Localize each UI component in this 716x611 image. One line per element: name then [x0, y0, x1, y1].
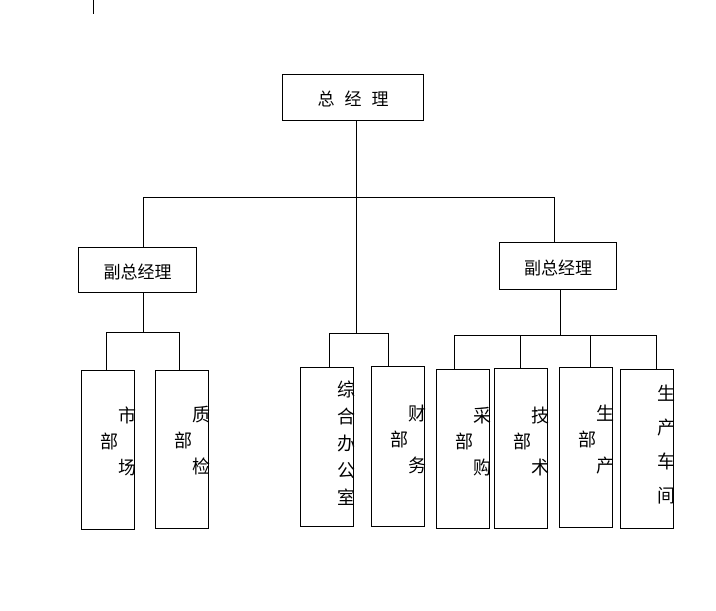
dept-market-box: 市场部 — [81, 370, 136, 530]
ceo-box: 总经理 — [282, 74, 424, 121]
dept-finance-label: 财务部 — [387, 403, 426, 508]
dept-workshop-box: 生产车间 — [620, 369, 675, 529]
vp-left-label: 副总经理 — [103, 262, 172, 283]
dept-production-box: 生产部 — [559, 367, 614, 528]
dept-purchase-label: 采购部 — [452, 406, 491, 510]
text-cursor — [93, 0, 94, 14]
dept-admin-box: 综合办公室 — [300, 367, 355, 527]
vp-right-label: 副总经理 — [524, 258, 592, 279]
vp-left-box: 副总经理 — [78, 247, 197, 293]
dept-finance-box: 财务部 — [371, 366, 426, 527]
dept-qc-box: 质检部 — [155, 370, 210, 529]
dept-purchase-box: 采购部 — [436, 369, 491, 529]
ceo-label: 总经理 — [317, 90, 399, 110]
dept-admin-label: 综合办公室 — [334, 380, 355, 515]
vp-right-box: 副总经理 — [499, 242, 617, 290]
dept-tech-label: 技术部 — [510, 405, 549, 510]
dept-production-label: 生产部 — [575, 404, 614, 508]
dept-workshop-label: 生产车间 — [654, 384, 675, 520]
dept-qc-label: 质检部 — [171, 404, 210, 509]
dept-market-label: 市场部 — [97, 406, 136, 510]
dept-tech-box: 技术部 — [494, 368, 549, 529]
